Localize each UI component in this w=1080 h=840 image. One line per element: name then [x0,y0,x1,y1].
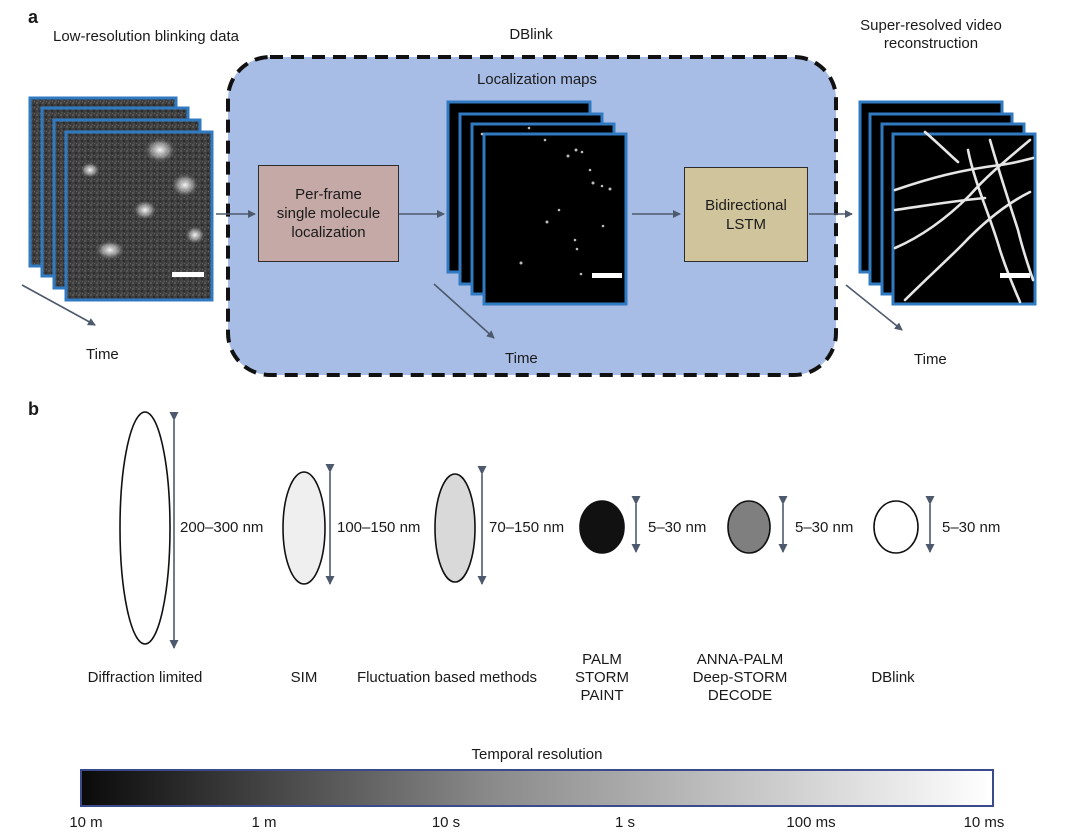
input-frame-stack [28,96,214,302]
temporal-tick: 10 ms [963,814,1005,831]
temporal-colorbar [80,769,994,807]
localization-title: Localization maps [476,71,598,88]
method-palm-storm-paint: PALM STORM PAINT [575,651,629,704]
ellipse-dblink [873,500,919,554]
range-sim: 100–150 nm [337,519,421,536]
temporal-tick: 10 m [69,814,103,831]
method-fluctuation: Fluctuation based methods [356,669,538,686]
range-diffraction-limited: 200–300 nm [180,519,264,536]
output-frame-stack [858,100,1037,306]
step-single-molecule-localization: Per-frame single molecule localization [258,165,399,262]
range-anna-palm: 5–30 nm [795,519,854,536]
range-dblink: 5–30 nm [942,519,1001,536]
input-title: Low-resolution blinking data [53,28,239,45]
dblink-title: DBlink [509,26,553,43]
time-label: Time [914,351,947,368]
size-arrows [169,412,935,649]
localization-frame-stack [446,100,628,306]
method-anna-palm-deep-storm-decode: ANNA-PALM Deep-STORM DECODE [692,651,788,704]
step-bidirectional-lstm: Bidirectional LSTM [684,167,808,262]
temporal-tick: 100 ms [786,814,836,831]
temporal-tick: 1 s [614,814,636,831]
ellipse-diffraction-limited [119,411,171,645]
ellipse-anna-palm [727,500,771,554]
temporal-resolution-title: Temporal resolution [471,746,603,763]
time-arrow [21,284,96,326]
ellipse-sim [282,471,326,585]
range-palm: 5–30 nm [648,519,707,536]
panel-label-a: a [28,7,39,27]
output-title: Super-resolved video reconstruction [860,17,1002,52]
ellipse-fluctuation [434,473,476,583]
scale-bar [172,272,204,277]
method-diffraction-limited: Diffraction limited [87,669,203,686]
time-label: Time [86,346,119,363]
time-arrow [845,284,903,331]
range-fluctuation: 70–150 nm [489,519,565,536]
temporal-tick: 10 s [431,814,461,831]
time-label: Time [505,350,538,367]
temporal-tick: 1 m [251,814,277,831]
scale-bar [592,273,622,278]
scale-bar [1000,273,1030,278]
ellipse-palm [579,500,625,554]
method-sim: SIM [290,669,318,686]
panel-label-b: b [28,399,39,419]
method-dblink: DBlink [871,669,915,686]
time-arrow [433,283,495,339]
